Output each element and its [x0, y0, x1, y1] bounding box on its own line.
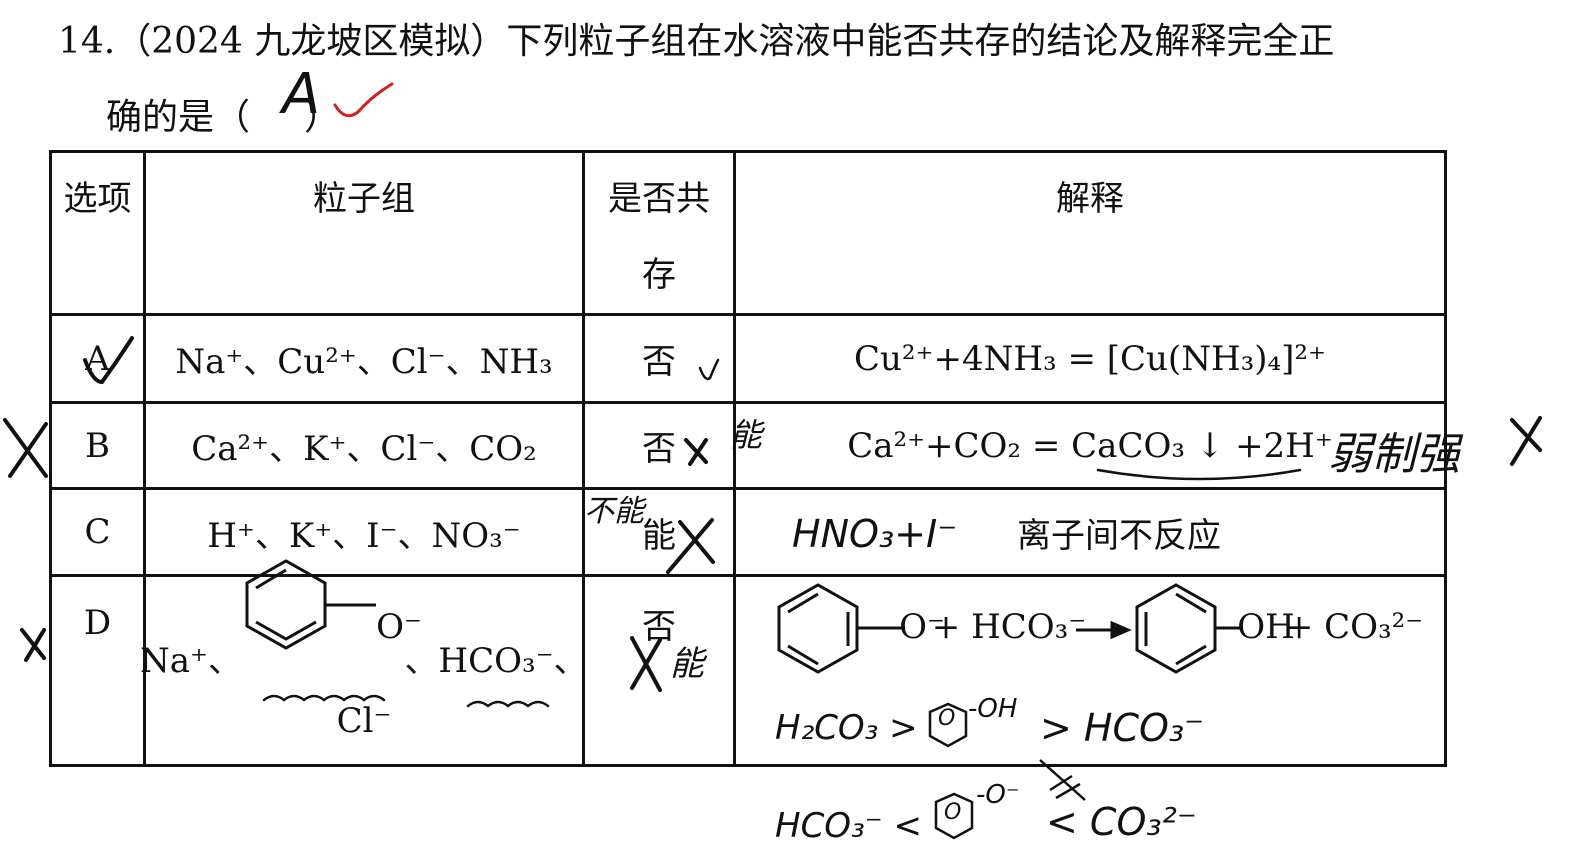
row-d-product-label: OH: [1237, 607, 1295, 647]
row-c-correction: 不能: [584, 494, 644, 529]
row-a-particles: Na⁺、Cu²⁺、Cl⁻、NH₃: [175, 342, 553, 382]
row-d-option: D: [83, 603, 112, 643]
table-row-divider-2: [49, 401, 1447, 404]
table-border-right: [1444, 150, 1447, 767]
question-line-1: 14.（2024 九龙坡区模拟）下列粒子组在水溶液中能否共存的结论及解释完全正: [58, 21, 1335, 62]
answer-table: 选项 粒子组 是否共 存 解释 A Na⁺、Cu²⁺、Cl⁻、NH₃ 否 Cu²…: [49, 150, 1447, 767]
row-a-coexist: 否: [642, 342, 676, 382]
acid-order-2-o: -O⁻: [976, 780, 1020, 810]
header-coexist-2: 存: [642, 254, 676, 295]
row-b-coexist: 否: [642, 429, 676, 469]
table-row-divider-1: [49, 313, 1447, 316]
row-b-explanation: Ca²⁺+CO₂ = CaCO₃ ↓ +2H⁺: [847, 425, 1333, 466]
row-a-explanation: Cu²⁺+4NH₃ = [Cu(NH₃)₄]²⁺: [854, 338, 1326, 379]
acid-order-2-ring: O: [944, 800, 962, 825]
row-c-particles: H⁺、K⁺、I⁻、NO₃⁻: [207, 515, 521, 556]
acid-order-1-oh: -OH: [968, 694, 1018, 724]
acid-order-1-end: > HCO₃⁻: [1040, 706, 1205, 750]
table-border-bottom: [49, 764, 1447, 767]
acid-order-1: H₂CO₃ >: [775, 708, 918, 748]
acid-order-2: HCO₃⁻ <: [775, 806, 922, 846]
table-row-divider-3: [49, 487, 1447, 490]
table-border-left: [49, 150, 52, 767]
row-c-explanation: 离子间不反应: [1017, 515, 1221, 556]
row-d-correction: 能: [670, 644, 704, 684]
row-d-particles-prefix: Na⁺、: [140, 640, 242, 681]
table-row-divider-4: [49, 574, 1447, 577]
header-option: 选项: [63, 178, 132, 219]
acid-order-2-end: < CO₃²⁻: [1046, 800, 1197, 844]
row-d-particles-suffix: 、HCO₃⁻、: [404, 640, 588, 681]
row-d-phenoxide-label: O⁻: [376, 607, 422, 647]
row-a-option: A: [85, 338, 110, 379]
table-border-top: [49, 150, 1447, 153]
answer-check-mark: [333, 82, 394, 118]
row-c-note: HNO₃+I⁻: [792, 512, 958, 556]
acid-order-1-ring: O: [938, 706, 956, 731]
header-explanation: 解释: [1056, 178, 1124, 219]
table-divider-1: [143, 150, 146, 767]
row-b-option: B: [85, 425, 110, 466]
row-b-note: 弱制强: [1328, 429, 1460, 480]
header-particles: 粒子组: [313, 178, 415, 219]
table-divider-2: [582, 150, 585, 767]
handwritten-answer: A: [282, 62, 321, 127]
question-line-2-text: 确的是（: [106, 97, 251, 138]
row-b-particles: Ca²⁺、K⁺、Cl⁻、CO₂: [191, 429, 537, 469]
row-c-option: C: [84, 512, 111, 552]
row-d-explanation-end: + CO₃²⁻: [1284, 607, 1424, 647]
row-b-correction: 能: [730, 416, 763, 454]
row-d-explanation-mid: + HCO₃⁻: [931, 607, 1087, 647]
header-coexist-1: 是否共: [608, 178, 710, 219]
table-divider-3: [733, 150, 736, 767]
row-d-reactant-label: O⁻: [899, 607, 945, 647]
row-d-particles-line2: Cl⁻: [336, 701, 392, 741]
